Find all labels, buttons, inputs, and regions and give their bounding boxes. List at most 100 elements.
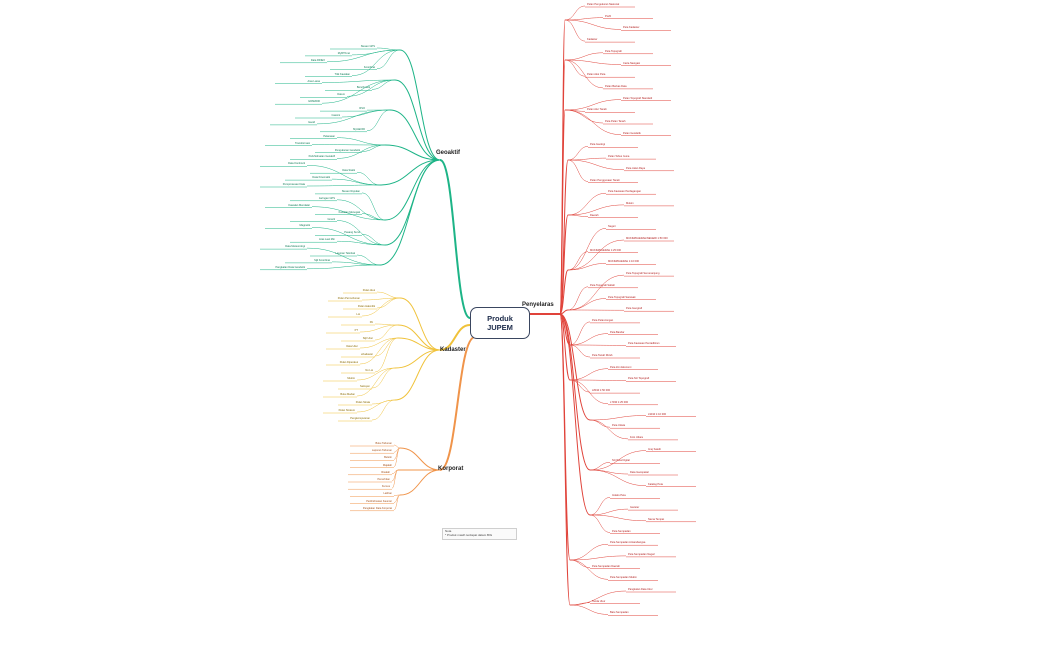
yellow-leaf-3[interactable]: Lot [356,313,360,316]
red-leaf-47[interactable]: Peta Sempadan Negeri [628,552,655,556]
green-leaf-15[interactable]: Pengukuran Geodetik [334,148,360,152]
red-leaf-12[interactable]: Peta Geologi [590,143,605,147]
yellow-leaf-15[interactable]: Pelan Stratum [338,409,355,412]
green-leaf-30[interactable]: Laporan Teknikal [335,252,355,255]
branch-geoaktif[interactable]: Geoaktif [436,150,461,156]
red-leaf-1[interactable]: PL20 [605,14,612,18]
orange-leaf-1[interactable]: Laporan Tahunan [371,449,392,453]
yellow-leaf-2[interactable]: Pelan Hakmilik [357,305,375,308]
orange-leaf-8[interactable]: Perkhidmatan Kaunter [366,499,392,503]
red-leaf-11[interactable]: Pelan Geodetik [623,131,641,135]
green-leaf-1[interactable]: MyRTKnet [337,51,350,55]
orange-leaf-3[interactable]: Majalah [382,463,392,467]
green-leaf-28[interactable]: Aras Laut Min [318,238,335,242]
red-leaf-46[interactable]: Peta Sempadan Antarabangsa [610,541,646,545]
red-leaf-22[interactable]: MUKIM/DAERAH 1:10 000 [608,260,639,264]
orange-leaf-6[interactable]: Kursus [381,485,390,489]
red-leaf-4[interactable]: Peta Topografi [605,49,622,53]
green-leaf-16[interactable]: Perkhidmatan Geoaktif [308,155,335,159]
red-leaf-39[interactable]: Siri Peta Digital [612,459,630,463]
yellow-leaf-0[interactable]: Pelan Akui [362,289,375,292]
red-leaf-38[interactable]: Imej Satelit [648,447,661,451]
green-leaf-23[interactable]: Kawalan Mendatar [288,203,310,207]
red-leaf-19[interactable]: Negeri [608,225,616,229]
red-leaf-32[interactable]: Peta Siri Topografi [628,377,650,381]
yellow-leaf-13[interactable]: Buku Medan [340,393,355,396]
yellow-leaf-16[interactable]: Pengkomputeran [350,417,370,420]
red-leaf-28[interactable]: Peta Bandar [610,330,625,334]
central-topic[interactable]: Produk JUPEM [470,307,530,339]
red-leaf-20[interactable]: MUKIM/DAERAH/NEGERI 1:50 000 [626,237,668,240]
green-leaf-3[interactable]: Koordinat [363,65,375,69]
red-leaf-14[interactable]: Peta Jalan Raya [626,166,646,170]
red-leaf-24[interactable]: Peta Topografi Sabah [590,283,615,287]
green-leaf-13[interactable]: Pelarasan [323,134,335,138]
green-leaf-29[interactable]: Data Meteorologi [285,245,305,249]
green-leaf-21[interactable]: Stesen Rujukan [341,189,360,193]
green-leaf-19[interactable]: Data Kinematik [312,176,330,180]
red-leaf-50[interactable]: Pangkalan Data Ukur [628,588,653,591]
red-leaf-5[interactable]: Carta Navigasi [623,61,641,65]
green-leaf-11[interactable]: Geoid [308,120,315,124]
red-leaf-43[interactable]: Gazeter [630,506,640,510]
red-leaf-3[interactable]: Kadaster [587,38,598,42]
red-leaf-40[interactable]: Data Geospatial [630,471,649,474]
yellow-leaf-12[interactable]: Seksyen [360,385,370,388]
green-leaf-9[interactable]: RSO [359,107,365,111]
red-leaf-25[interactable]: Peta Topografi Sarawak [608,295,636,299]
yellow-leaf-8[interactable]: eKadaster [361,353,373,356]
green-leaf-0[interactable]: Stesen GPS [360,45,375,48]
red-leaf-21[interactable]: MUKIM/DAERAH 1:25 000 [590,248,621,252]
red-leaf-37[interactable]: Foto Udara [630,435,643,439]
red-leaf-8[interactable]: Pelan Topografi Standard [623,96,653,100]
red-leaf-27[interactable]: Peta Pelancongan [592,318,614,322]
red-leaf-52[interactable]: Batu Sempadan [610,611,629,615]
red-leaf-7[interactable]: Pelan Berkas Data [605,84,627,88]
orange-leaf-4[interactable]: Risalah [381,470,390,474]
red-leaf-26[interactable]: Peta Geografi [626,307,643,311]
red-leaf-17[interactable]: Mukim [626,201,634,205]
green-leaf-25[interactable]: Graviti [327,217,336,221]
yellow-leaf-1[interactable]: Pelan Permohonan [337,297,360,300]
red-leaf-51[interactable]: Tanda Ukur [592,599,606,603]
red-leaf-6[interactable]: Pelan Akui Peta [587,73,606,77]
green-leaf-12[interactable]: MyGEOID [353,127,365,131]
red-leaf-23[interactable]: Peta Topografi Semenanjung [626,272,660,276]
red-leaf-36[interactable]: Peta Udara [612,424,626,428]
red-leaf-10[interactable]: Peta Pelan Tanah [605,120,626,123]
branch-penyelaras[interactable]: Penyelaras [522,302,554,308]
branch-kadaster[interactable]: Kadaster [440,347,466,353]
red-leaf-29[interactable]: Peta Kawasan Pentadbiran [628,342,660,346]
green-leaf-7[interactable]: Datum [337,93,345,97]
yellow-leaf-6[interactable]: Sijil Ukur [362,337,373,340]
yellow-leaf-14[interactable]: Pelan Strata [355,401,370,404]
yellow-leaf-11[interactable]: Mukim [347,377,355,380]
green-leaf-32[interactable]: Pangkalan Data Geodetik [275,265,305,269]
red-leaf-35[interactable]: L9010 1:10 000 [648,412,667,416]
green-leaf-14[interactable]: Transformasi [294,141,310,145]
red-leaf-30[interactable]: Peta Tanah Rizab [592,354,613,357]
red-leaf-15[interactable]: Pelan Penggunaan Tanah [590,178,620,182]
green-leaf-4[interactable]: Titik Kawalan [334,72,350,76]
yellow-leaf-7[interactable]: Data Ukur [346,345,358,348]
red-leaf-31[interactable]: Peta Zon Ekonomi [610,365,632,369]
orange-leaf-0[interactable]: Buku Tahunan [375,442,392,445]
orange-leaf-9[interactable]: Pangkalan Data Korporat [362,506,392,510]
red-leaf-33[interactable]: L8010 1:50 000 [592,389,611,393]
orange-leaf-5[interactable]: Penerbitan [377,478,390,481]
red-leaf-49[interactable]: Peta Sempadan Mukim [610,576,637,580]
green-leaf-24[interactable]: Kawalan Menegak [338,210,360,214]
green-leaf-5[interactable]: Aras Laras [307,79,320,83]
yellow-leaf-10[interactable]: No Lot [365,369,373,372]
yellow-leaf-4[interactable]: PA [369,321,373,324]
green-leaf-20[interactable]: Pemprosesan Data [282,183,305,186]
red-leaf-0[interactable]: Pelan Pengukuran Nasional [587,3,620,6]
red-leaf-16[interactable]: Peta Kawasan Perdagangan [608,190,642,194]
branch-korporat[interactable]: Korporat [438,466,464,472]
red-leaf-44[interactable]: Nama Tempat [648,517,665,521]
green-leaf-8[interactable]: GDM2000 [308,100,320,104]
red-leaf-48[interactable]: Peta Sempadan Daerah [592,564,620,568]
green-leaf-27[interactable]: Pasang Surut [344,231,360,235]
yellow-leaf-9[interactable]: Pelan Diperakui [339,361,358,364]
green-leaf-6[interactable]: Benchmark [356,86,370,90]
